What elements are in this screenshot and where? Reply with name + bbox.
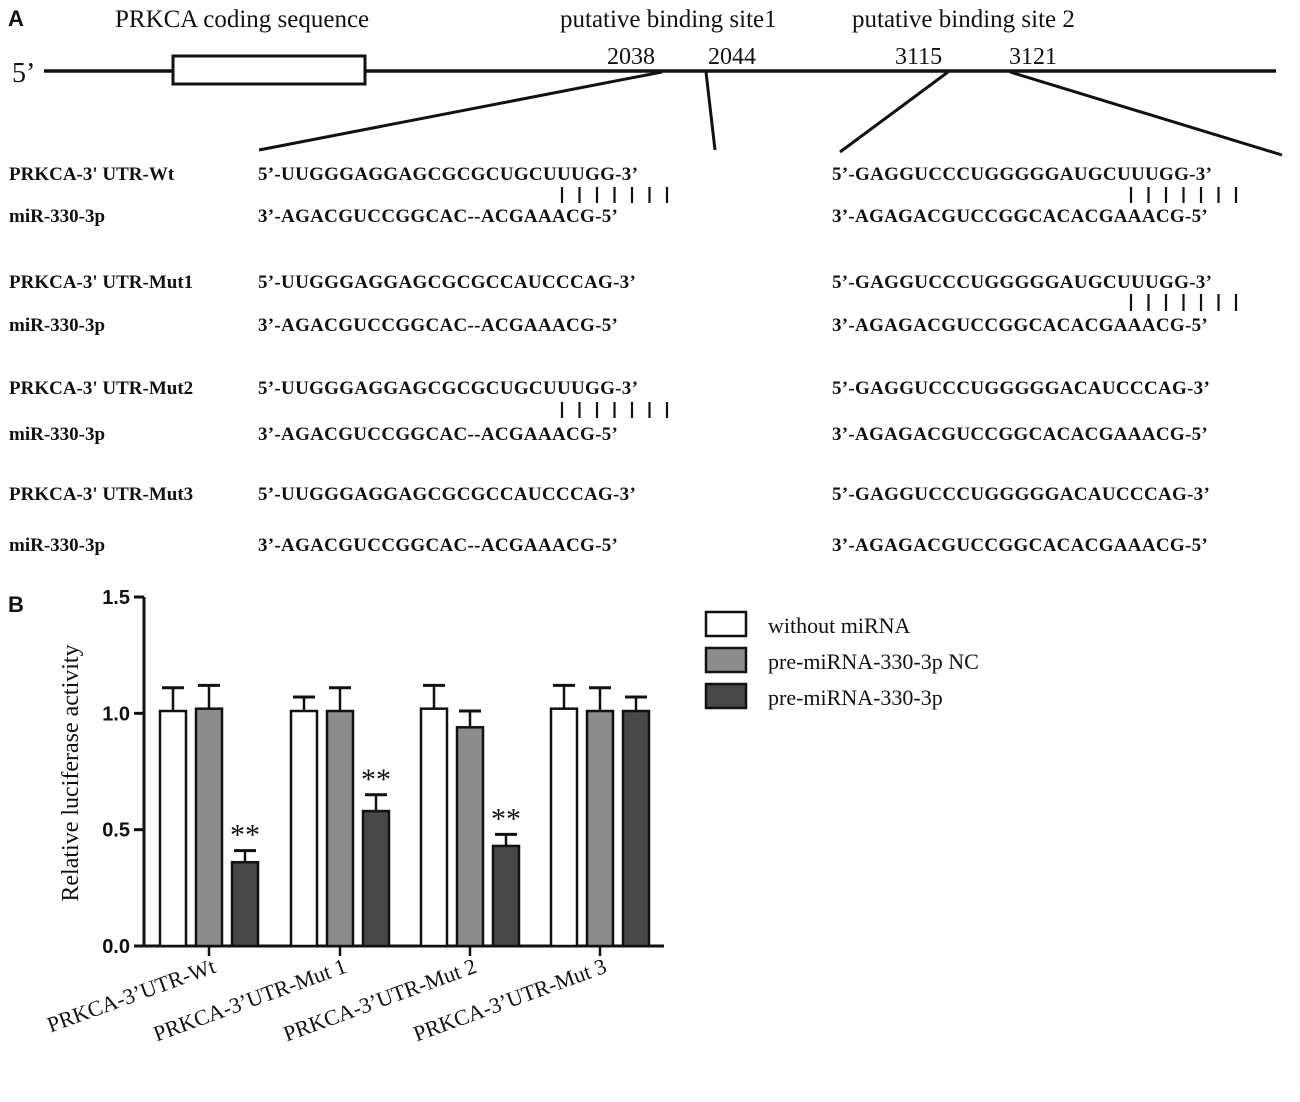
row-label-mir-1: miR-330-3p: [9, 206, 105, 227]
seq2-mut2: 5’-GAGGUCCCUGGGGGACAUCCCAG-3’: [832, 378, 1210, 399]
seq2-mir-2: 3’-AGAGACGUCCGGCACACGAAACG-5’: [832, 315, 1208, 336]
row-label-mir-4: miR-330-3p: [9, 535, 105, 556]
seq1-mut3: 5’-UUGGGAGGAGCGCGCCAUCCCAG-3’: [258, 484, 636, 505]
row-label-mut1: PRKCA-3' UTR-Mut1: [9, 272, 193, 293]
site2-zoom-line-left: [839, 70, 949, 154]
bar: [549, 707, 579, 948]
significance-label: **: [230, 819, 260, 852]
seq2-wt: 5’-GAGGUCCCUGGGGGAUGCUUUGG-3’: [832, 164, 1212, 185]
site2-zoom-line-right: [1009, 70, 1283, 157]
coding-sequence-label: PRKCA coding sequence: [115, 6, 369, 33]
site1-title: putative binding site1: [560, 6, 777, 33]
row-label-mut2: PRKCA-3' UTR-Mut2: [9, 378, 193, 399]
bar: [361, 809, 391, 948]
bar: [289, 709, 319, 948]
seq1-mir-1: 3’-AGACGUCCGGCAC--ACGAAACG-5’: [258, 206, 618, 227]
seq1-wt: 5’-UUGGGAGGAGCGCGCUGCUUUGG-3’: [258, 164, 638, 185]
alignment-rows: PRKCA-3' UTR-Wt 5’-UUGGGAGGAGCGCGCUGCUUU…: [9, 164, 1212, 556]
y-tick-label: 1.5: [102, 587, 130, 609]
row-label-mir-2: miR-330-3p: [9, 315, 105, 336]
coding-sequence-box: [171, 54, 367, 86]
bar: [621, 709, 651, 948]
row-label-mut3: PRKCA-3' UTR-Mut3: [9, 484, 193, 505]
legend-swatch: [704, 646, 748, 674]
bar: [491, 844, 521, 948]
panel-b: B Relative luciferase activity 0.0 0.5 1.0…: [8, 587, 979, 1046]
seq2-mut3: 5’-GAGGUCCCUGGGGGACAUCCCAG-3’: [832, 484, 1210, 505]
bar: [419, 707, 449, 948]
site2-title: putative binding site 2: [852, 6, 1075, 33]
legend-swatch: [704, 610, 748, 638]
legend-label: pre-miRNA-330-3p NC: [768, 649, 979, 674]
site1-zoom-line-right: [704, 71, 717, 151]
row-label-wt: PRKCA-3' UTR-Wt: [9, 164, 175, 185]
seq2-mir-4: 3’-AGAGACGUCCGGCACACGAAACG-5’: [832, 535, 1208, 556]
panel-a-letter: A: [8, 6, 24, 31]
site2-start-position: 3115: [895, 44, 942, 70]
y-axis-title: Relative luciferase activity: [58, 644, 84, 901]
bar: [585, 709, 615, 948]
seq1-mut2: 5’-UUGGGAGGAGCGCGCUGCUUUGG-3’: [258, 378, 638, 399]
site1-start-position: 2038: [607, 44, 655, 70]
seq1-mir-4: 3’-AGACGUCCGGCAC--ACGAAACG-5’: [258, 535, 618, 556]
panel-a: A PRKCA coding sequence putative binding…: [8, 6, 1283, 556]
site2-end-position: 3121: [1009, 44, 1057, 70]
y-tick-label: 0.0: [102, 936, 130, 958]
legend-label: without miRNA: [768, 613, 911, 638]
significance-label: **: [361, 763, 391, 796]
base-pairing-ticks: [560, 187, 1238, 418]
seq2-mir-1: 3’-AGAGACGUCCGGCACACGAAACG-5’: [832, 206, 1208, 227]
panel-b-letter: B: [8, 592, 24, 617]
y-tick-label: 1.0: [102, 703, 130, 725]
bar: [455, 726, 485, 948]
bar: [230, 860, 260, 948]
seq1-mir-3: 3’-AGACGUCCGGCAC--ACGAAACG-5’: [258, 424, 618, 445]
y-tick-label: 0.5: [102, 820, 130, 842]
legend-label: pre-miRNA-330-3p: [768, 685, 943, 710]
site1-zoom-line-left: [258, 70, 663, 152]
row-label-mir-3: miR-330-3p: [9, 424, 105, 445]
seq2-mut1: 5’-GAGGUCCCUGGGGGAUGCUUUGG-3’: [832, 272, 1212, 293]
seq2-mir-3: 3’-AGAGACGUCCGGCACACGAAACG-5’: [832, 424, 1208, 445]
site1-end-position: 2044: [708, 44, 756, 70]
seq1-mir-2: 3’-AGACGUCCGGCAC--ACGAAACG-5’: [258, 315, 618, 336]
bar: [158, 709, 188, 948]
bar: [194, 707, 224, 948]
seq1-mut1: 5’-UUGGGAGGAGCGCGCCAUCCCAG-3’: [258, 272, 636, 293]
bar-chart: 0.00.51.01.5**PRKCA-3’UTR-Wt**PRKCA-3’UT…: [44, 587, 664, 1046]
legend-swatch: [704, 682, 748, 710]
five-prime-label: 5’: [12, 58, 35, 89]
bar: [325, 709, 355, 948]
chart-legend: without miRNA pre-miRNA-330-3p NC pre-miRN…: [704, 610, 979, 710]
significance-label: **: [491, 802, 521, 835]
